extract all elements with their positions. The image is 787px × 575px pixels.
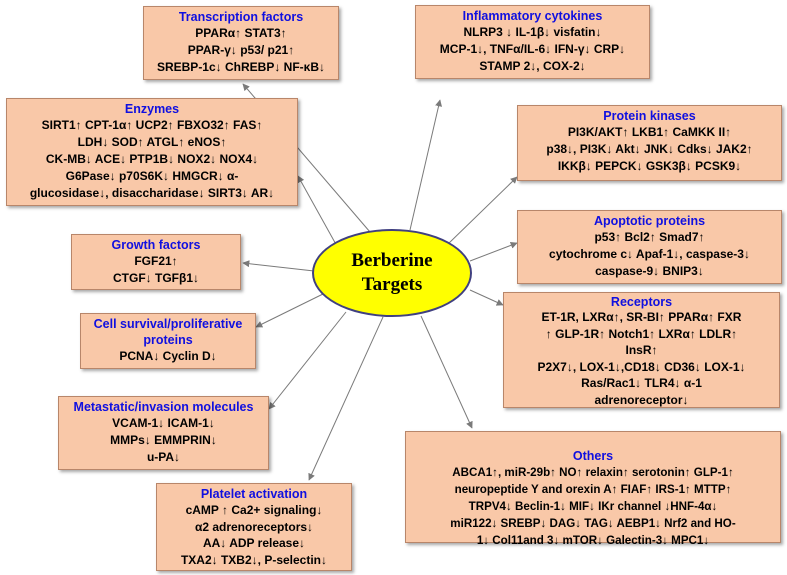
box-title: Transcription factors — [178, 10, 304, 24]
box-line: ABCA1↑, miR-29b↑ NO↑ relaxin↑ serotonin↑… — [452, 466, 734, 479]
box-line: miR122↓ SREBP↓ DAG↓ TAG↓ AEBP1↓ Nrf2 and… — [450, 517, 736, 530]
arrow-to-apoptotic-proteins — [469, 241, 518, 262]
box-line: CTGF↓ TGFβ1↓ — [113, 271, 199, 285]
box-transcription-factors: Transcription factors PPARα↑ STAT3↑ PPAR… — [143, 6, 339, 80]
center-line-1: Berberine — [351, 250, 433, 271]
box-cell-survival-proteins: Cell survival/proliferative proteins PCN… — [80, 313, 256, 369]
box-line: SREBP-1c↓ ChREBP↓ NF-κB↓ — [156, 60, 326, 74]
box-title: Apoptotic proteins — [593, 214, 706, 228]
box-line: G6Pase↓ p70S6K↓ HMGCR↓ α- — [65, 169, 239, 183]
arrow-to-enzymes — [297, 175, 339, 249]
box-line: InsR↑ — [625, 343, 658, 357]
box-growth-factors: Growth factors FGF21↑ CTGF↓ TGFβ1↓ — [71, 234, 241, 290]
box-others: Others ABCA1↑, miR-29b↑ NO↑ relaxin↑ ser… — [405, 431, 781, 547]
arrow-to-inflammatory-cytokines — [409, 99, 442, 231]
box-line: FGF21↑ — [134, 254, 178, 268]
box-line: p53↑ Bcl2↑ Smad7↑ — [594, 230, 705, 244]
box-title: Receptors — [610, 295, 673, 309]
box-line: adrenoreceptor↓ — [594, 392, 689, 407]
box-line: u-PA↓ — [146, 450, 181, 464]
box-line: Ras/Rac1↓ TLR4↓ α-1 — [581, 376, 702, 390]
box-line: TRPV4↓ Beclin-1↓ MIF↓ IKr channel ↓HNF-4… — [468, 500, 718, 513]
arrow-to-growth-factors — [242, 260, 315, 272]
arrow-to-others — [420, 315, 473, 429]
box-line: PPARα↑ STAT3↑ — [195, 26, 287, 40]
box-line: PCNA↓ Cyclin D↓ — [119, 349, 217, 363]
box-line: TXA2↓ TXB2↓, P-selectin↓ — [180, 552, 328, 567]
box-line: 1↓ Col11and 3↓ mTOR↓ Galectin-3↓ MPC1↓ — [476, 534, 710, 547]
box-protein-kinases: Protein kinases PI3K/AKT↑ LKB1↑ CaMKK II… — [517, 105, 782, 181]
box-title: Others — [572, 449, 614, 463]
box-line: IKKβ↓ PEPCK↓ GSK3β↓ PCSK9↓ — [557, 159, 742, 173]
box-line: MCP-1↓, TNFα/IL-6↓ IFN-γ↓ CRP↓ — [439, 42, 626, 56]
box-receptors: Receptors ET-1R, LXRα↑, SR-BI↑ PPARα↑ FX… — [503, 292, 780, 408]
box-line: ↑ GLP-1R↑ Notch1↑ LXRα↑ LDLR↑ — [545, 326, 738, 341]
box-title: Growth factors — [111, 238, 201, 252]
center-line-2: Targets — [361, 274, 423, 295]
box-title: Protein kinases — [603, 109, 696, 123]
box-metastatic-molecules: Metastatic/invasion molecules VCAM-1↓ IC… — [58, 396, 269, 470]
box-line: MMPs↓ EMMPRIN↓ — [110, 433, 217, 447]
box-inflammatory-cytokines: Inflammatory cytokines NLRP3 ↓ IL-1β↓ vi… — [415, 5, 650, 79]
box-apoptotic-proteins: Apoptotic proteins p53↑ Bcl2↑ Smad7↑ cyt… — [517, 210, 782, 284]
box-title: Platelet activation — [200, 487, 308, 501]
box-line: ET-1R, LXRα↑, SR-BI↑ PPARα↑ FXR — [541, 310, 742, 324]
box-line: neuropeptide Y and orexin A↑ FIAF↑ IRS-1… — [454, 483, 732, 496]
box-line: PPAR-γ↓ p53/ p21↑ — [187, 43, 295, 57]
box-line: NLRP3 ↓ IL-1β↓ visfatin↓ — [463, 25, 602, 39]
box-line: P2X7↓, LOX-1↓,CD18↓ CD36↓ LOX-1↓ — [537, 359, 746, 374]
arrow-to-receptors — [469, 289, 504, 306]
box-title-line: Cell survival/proliferative — [93, 317, 243, 331]
box-title: Cell survival/proliferative proteins — [85, 316, 251, 348]
box-line: α2 adrenoreceptors↓ — [194, 519, 314, 534]
box-line: PI3K/AKT↑ LKB1↑ CaMKK II↑ — [567, 125, 732, 139]
box-line: p38↓, PI3K↓ Akt↓ JNK↓ Cdks↓ JAK2↑ — [546, 142, 753, 156]
box-line: LDH↓ SOD↑ ATGL↑ eNOS↑ — [77, 135, 227, 149]
box-platelet-activation: Platelet activation cAMP ↑ Ca2+ signalin… — [156, 483, 352, 571]
box-title: Metastatic/invasion molecules — [73, 400, 254, 414]
box-title: Enzymes — [124, 102, 180, 116]
box-line: glucosidase↓, disaccharidase↓ SIRT3↓ AR↓ — [29, 186, 275, 200]
box-line: CK-MB↓ ACE↓ PTP1B↓ NOX2↓ NOX4↓ — [45, 152, 259, 166]
arrow-to-protein-kinases — [446, 176, 518, 246]
box-line: caspase-9↓ BNIP3↓ — [595, 264, 704, 278]
arrow-to-platelet-activation — [308, 316, 384, 481]
box-line: cytochrome c↓ Apaf-1↓, caspase-3↓ — [549, 247, 750, 261]
box-enzymes: Enzymes SIRT1↑ CPT-1α↑ UCP2↑ FBXO32↑ FAS… — [6, 98, 298, 206]
box-line: SIRT1↑ CPT-1α↑ UCP2↑ FBXO32↑ FAS↑ — [41, 118, 263, 132]
box-line: AA↓ ADP release↓ — [202, 536, 306, 550]
box-title: Inflammatory cytokines — [462, 9, 603, 23]
box-line: STAMP 2↓, COX-2↓ — [479, 59, 586, 73]
arrow-to-metastatic-molecules — [268, 311, 347, 410]
box-title-line: proteins — [143, 333, 193, 347]
arrow-to-cell-survival — [255, 293, 324, 328]
box-line: VCAM-1↓ ICAM-1↓ — [112, 416, 215, 430]
box-line: cAMP ↑ Ca2+ signaling↓ — [185, 503, 323, 517]
berberine-targets-node: Berberine Targets — [312, 229, 472, 317]
